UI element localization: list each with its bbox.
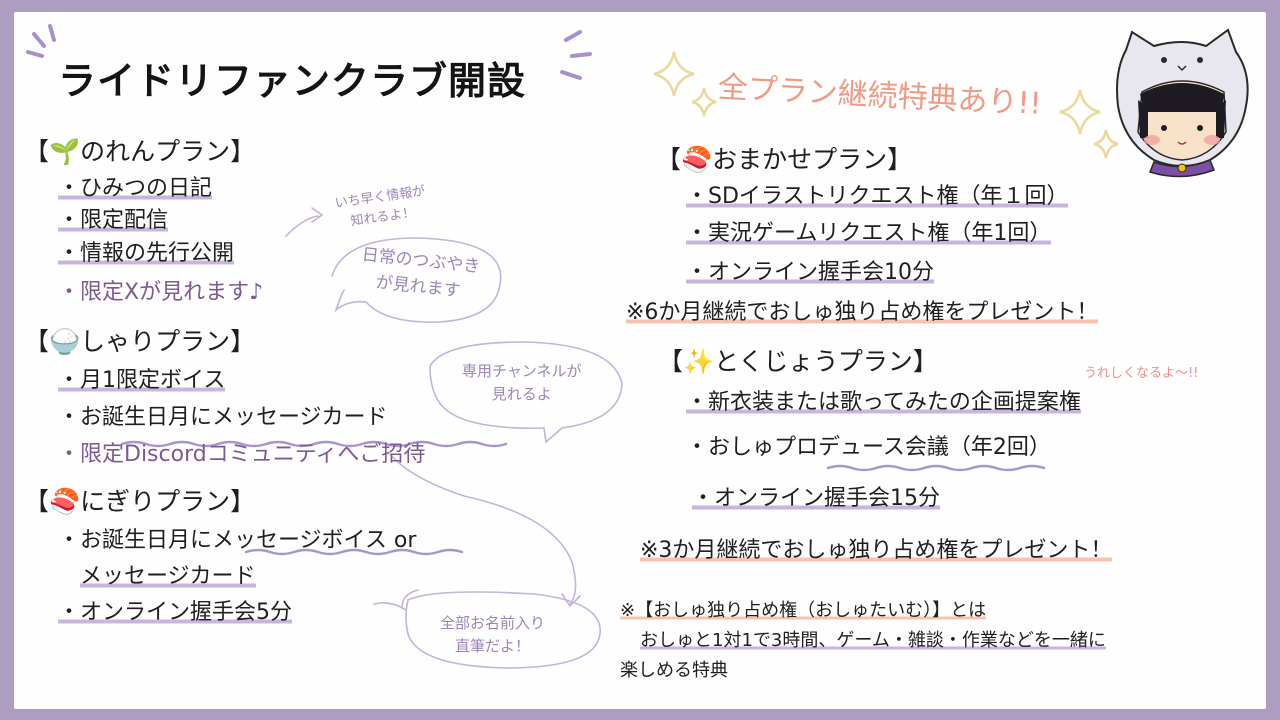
sparkle-icon xyxy=(691,87,717,117)
wavy-underlines xyxy=(120,440,1046,556)
title-sparkle-left xyxy=(26,24,56,58)
omakase-plan-heading: 【🍣おまかせプラン】 xyxy=(656,145,913,174)
nigiri-plan-heading: 【🍣にぎりプラン】 xyxy=(24,487,256,516)
nigiri-item-card: メッセージカード xyxy=(80,564,256,589)
handwritten-annotation-line-2: 直筆だよ！ xyxy=(455,637,531,656)
noren-plan-heading: 【🌱のれんプラン】 xyxy=(24,137,256,166)
shari-plan-heading: 【🍚しゃりプラン】 xyxy=(24,327,256,356)
channel-annotation-line-1: 専用チャンネルが xyxy=(462,362,582,380)
footnote-line-3: 楽しめる特典 xyxy=(620,660,728,681)
nigiri-item-voice: ・お誕生日月にメッセージボイス or xyxy=(58,528,417,553)
noren-item-stream: ・限定配信 xyxy=(58,208,169,233)
tokujo-plan-heading: 【✨とくじょうプラン】 xyxy=(658,347,938,376)
footnote-line-1: ※【おしゅ独り占め権（おしゅたいむ）】とは xyxy=(620,600,987,621)
omakase-item-game: ・実況ゲームリクエスト権（年1回） xyxy=(686,221,1052,246)
noren-item-x: ・限定Xが見れます♪ xyxy=(58,280,264,305)
sparkle-icon xyxy=(653,51,695,97)
annotation-shapes xyxy=(285,207,623,669)
title-sparkle-right xyxy=(560,30,592,80)
handwritten-annotation: 全部お名前入り 直筆だよ！ xyxy=(440,612,545,659)
noren-item-early-info: ・情報の先行公開 xyxy=(58,241,235,266)
noren-item-diary: ・ひみつの日記 xyxy=(58,176,213,201)
shari-item-discord: ・限定Discordコミュニティへご招待 xyxy=(58,442,426,467)
omakase-item-illust: ・SDイラストリクエスト権（年１回） xyxy=(686,184,1069,209)
tokujo-item-handshake: ・オンライン握手会15分 xyxy=(692,486,940,511)
sparkle-icon xyxy=(1093,129,1119,159)
nigiri-item-handshake: ・オンライン握手会5分 xyxy=(58,600,292,625)
tokujo-item-proposal: ・新衣装または歌ってみたの企画提案権 xyxy=(686,390,1081,415)
footnote-line-2: おしゅと1対1で3時間、ゲーム・雑談・作業などを一緒に xyxy=(640,630,1106,651)
sparkle-icon xyxy=(1059,89,1101,135)
handwritten-annotation-line-1: 全部お名前入り xyxy=(440,614,546,632)
fan-club-card: ライドリファンクラブ開設 全プラン継続特典あり!! 【🌱のれんプラン】 ・ひみつ… xyxy=(14,12,1266,709)
channel-annotation-line-2: 見れるよ xyxy=(491,385,552,404)
page-title: ライドリファンクラブ開設 xyxy=(58,59,527,103)
omakase-item-handshake: ・オンライン握手会10分 xyxy=(686,260,934,285)
shari-item-voice: ・月1限定ボイス xyxy=(58,368,226,393)
tokujo-bonus-note: ※3か月継続でおしゅ独り占め権をプレゼント！ xyxy=(640,538,1113,563)
channel-annotation: 専用チャンネルが 見れるよ xyxy=(462,360,582,407)
mascot-cat-hood-character xyxy=(1116,28,1249,178)
shari-item-card: ・お誕生日月にメッセージカード xyxy=(58,405,388,430)
omakase-bonus-note: ※6か月継続でおしゅ独り占め権をプレゼント！ xyxy=(626,300,1099,325)
decorations xyxy=(26,24,1249,669)
happy-annotation: うれしくなるよ～!! xyxy=(1084,366,1199,381)
tokujo-item-produce: ・おしゅプロデュース会議（年2回） xyxy=(686,435,1051,460)
